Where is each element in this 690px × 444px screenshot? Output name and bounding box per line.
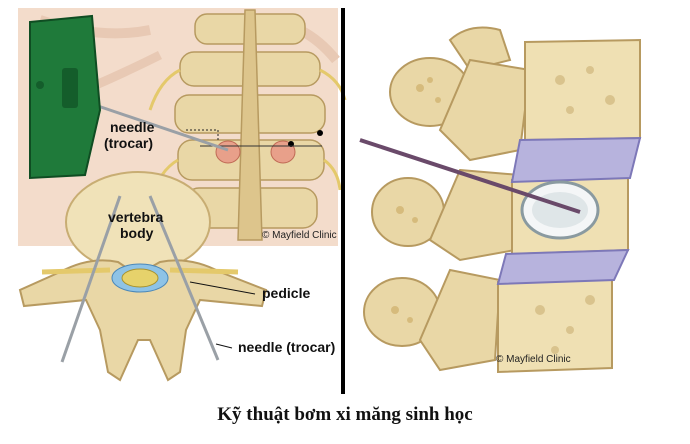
axial-vertebra-view: vertebra body pedicle needle (trocar): [18, 171, 338, 396]
intervertebral-disc: [496, 248, 630, 286]
figure-caption: Kỹ thuật bơm xi măng sinh học: [217, 404, 473, 425]
spine-posterior-view: needle (trocar) © Mayfield Clinic: [18, 8, 347, 246]
label-trocar-top: (trocar): [104, 135, 153, 151]
left-pedicle-target: [215, 140, 241, 164]
needle-trocar-lateral: [359, 138, 581, 214]
posterior-arch: [18, 259, 268, 382]
trocar-handle: [29, 14, 102, 180]
label-needle-bottom: needle (trocar): [238, 339, 335, 355]
needle-trocar: [94, 103, 229, 152]
credit-left: © Mayfield Clinic: [262, 230, 337, 241]
label-pedicle: pedicle: [262, 285, 310, 301]
entry-marker: [317, 130, 323, 136]
body-texture: [535, 66, 615, 354]
intervertebral-disc: [510, 136, 642, 184]
panel-divider: [341, 8, 345, 394]
label-body: body: [120, 225, 154, 241]
needle-right-axial: [148, 195, 220, 361]
vertebral-column: [174, 9, 326, 241]
label-vertebra: vertebra: [108, 209, 163, 225]
needle-left-axial: [60, 195, 122, 363]
bone-texture: [391, 77, 441, 323]
spinal-cord: [121, 268, 159, 288]
posterior-elements: [363, 26, 532, 372]
label-needle-top: needle: [110, 119, 155, 135]
lateral-spine-view: © Mayfield Clinic: [359, 26, 642, 374]
credit-right: © Mayfield Clinic: [496, 354, 571, 365]
